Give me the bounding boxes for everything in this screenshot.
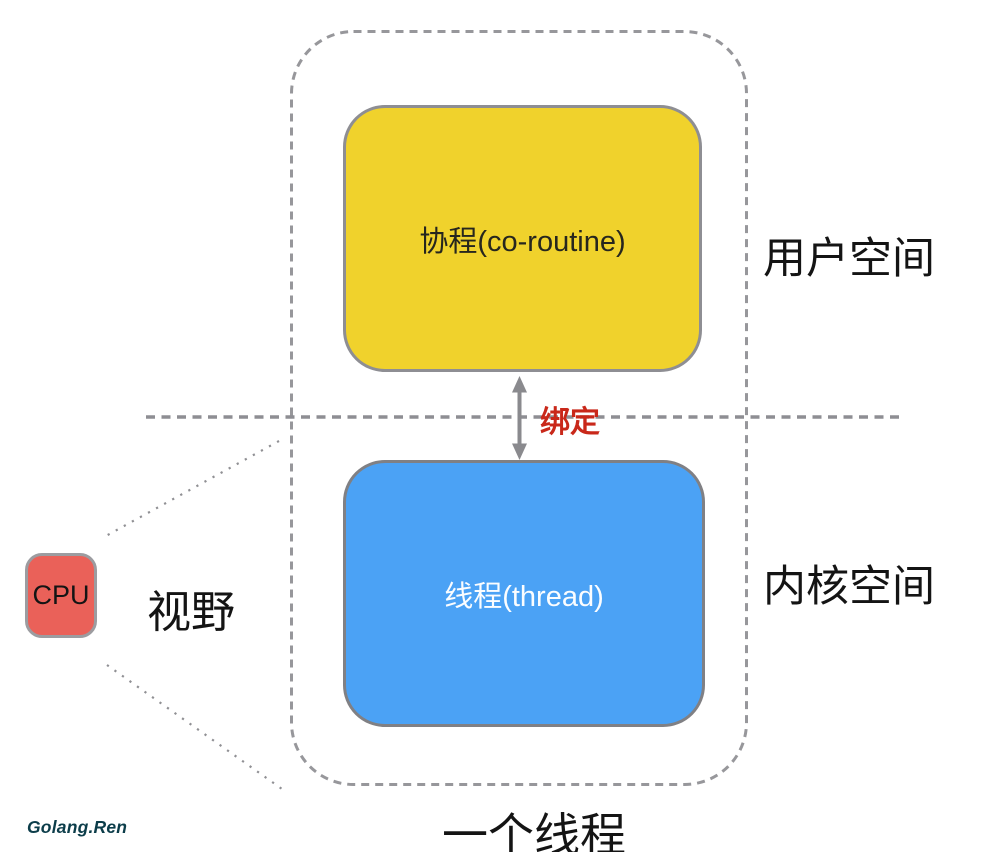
binding-arrow-head-down: [512, 443, 527, 460]
cpu-label: CPU: [32, 580, 90, 610]
vision-label: 视野: [147, 588, 235, 637]
cpu-box: CPU: [25, 553, 97, 638]
binding-label: 绑定: [540, 406, 600, 439]
view-cone-top-line: [103, 440, 280, 538]
binding-arrow: [512, 376, 527, 460]
thread-label: 线程(thread): [444, 580, 604, 613]
coroutine-label: 协程(co-routine): [419, 225, 626, 258]
one-thread-boundary: [290, 30, 748, 786]
thread-box: 线程(thread): [343, 460, 705, 727]
one-thread-label: 一个线程: [442, 809, 626, 852]
coroutine-box: 协程(co-routine): [343, 105, 702, 372]
user-space-label: 用户空间: [763, 235, 935, 283]
watermark-logo: Golang.Ren: [27, 817, 128, 837]
view-cone-bottom-line: [106, 664, 283, 790]
binding-arrow-head-up: [512, 376, 527, 393]
kernel-space-label: 内核空间: [763, 563, 935, 611]
